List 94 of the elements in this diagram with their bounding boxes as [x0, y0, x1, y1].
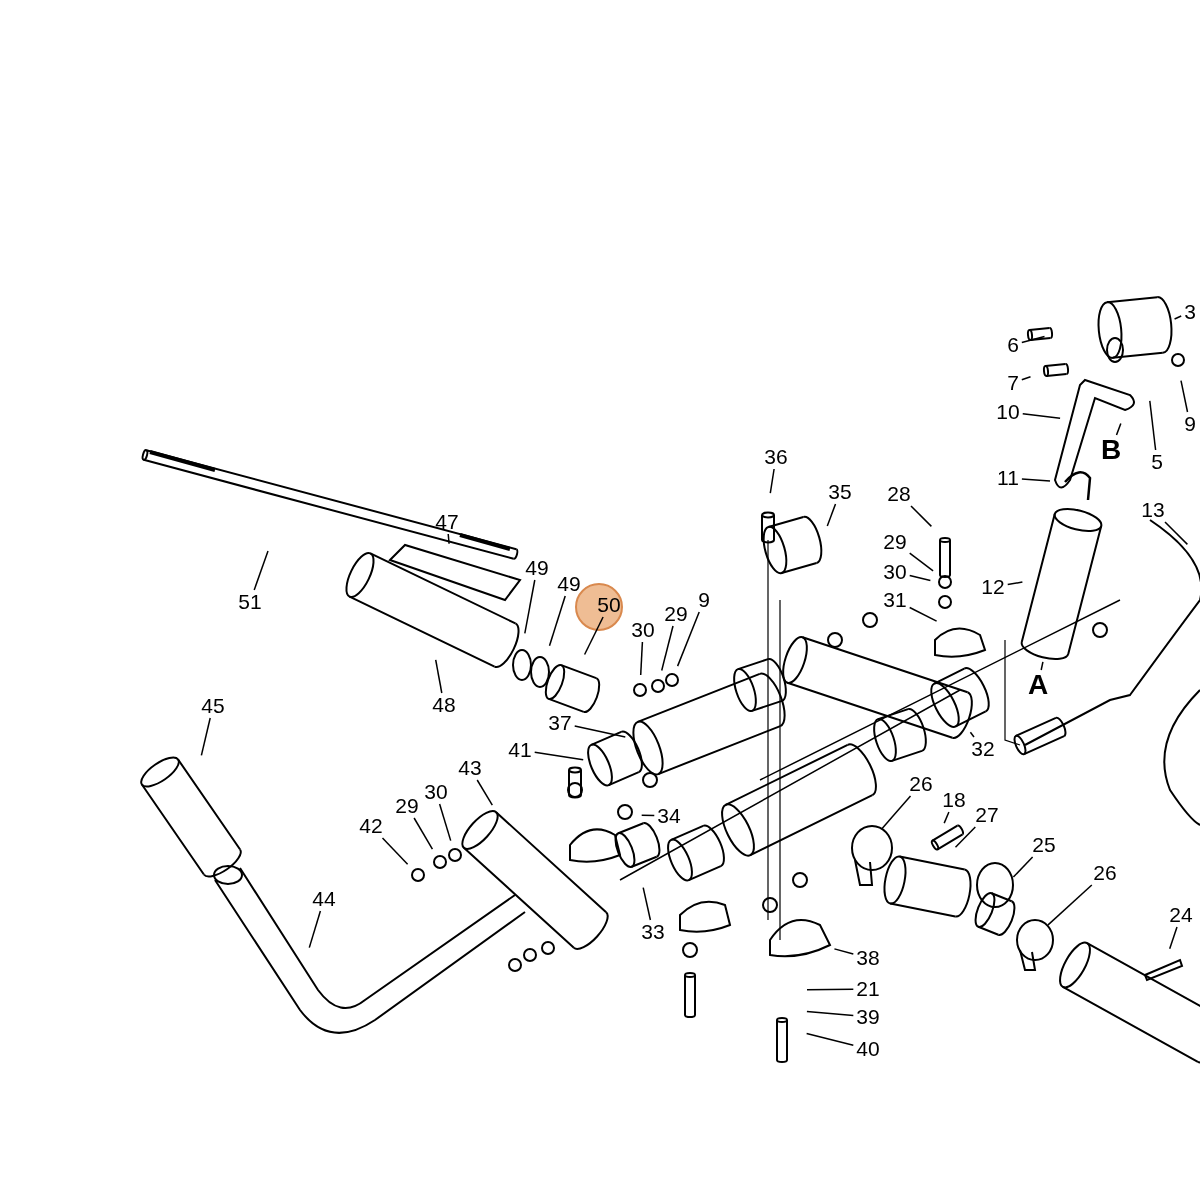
callout-number: 45	[200, 695, 226, 717]
leader-line	[826, 503, 837, 527]
callout-number: 10	[995, 401, 1021, 423]
leader-line	[524, 579, 536, 635]
leader-line	[806, 988, 855, 991]
callout-number: 18	[941, 789, 967, 811]
leader-line	[1164, 521, 1189, 546]
leader-line	[1180, 379, 1189, 413]
callout-number: 43	[457, 757, 483, 779]
callout-number: 42	[358, 815, 384, 837]
leader-line	[1021, 413, 1061, 419]
leader-line	[413, 817, 434, 850]
leader-line	[1115, 422, 1122, 436]
leader-line	[308, 910, 322, 949]
leader-line	[1149, 400, 1157, 451]
leader-line	[1021, 335, 1046, 344]
callout-number: 51	[237, 591, 263, 613]
leader-line	[908, 606, 938, 622]
leader-line	[434, 659, 443, 694]
callout-number: 29	[663, 603, 689, 625]
callout-number: 11	[996, 467, 1020, 489]
leader-line	[954, 826, 977, 849]
leader-line	[533, 751, 584, 761]
callout-number: 25	[1031, 834, 1057, 856]
leader-line	[642, 886, 652, 921]
leader-line	[438, 803, 452, 842]
callout-number: 6	[1006, 334, 1020, 356]
leader-line	[943, 811, 950, 824]
leader-line	[769, 468, 775, 494]
leader-line	[881, 795, 912, 830]
callout-number: 31	[882, 589, 908, 611]
leader-line	[1168, 926, 1178, 950]
leader-line	[548, 595, 566, 647]
leader-line	[1021, 478, 1051, 482]
leader-line	[806, 1010, 855, 1017]
callout-number: 38	[855, 947, 881, 969]
leader-line	[1006, 581, 1024, 586]
callout-number: 48	[431, 694, 457, 716]
callout-number: 9	[697, 589, 711, 611]
leader-line	[1047, 884, 1093, 926]
callout-number: 49	[556, 573, 582, 595]
callout-number: 28	[886, 483, 912, 505]
callout-number: 34	[656, 805, 682, 827]
leader-line	[1173, 315, 1182, 320]
leader-line	[476, 779, 494, 806]
leader-line	[969, 731, 975, 738]
callout-number: 24	[1168, 904, 1194, 926]
callout-number: 21	[855, 978, 881, 1000]
leader-line	[381, 837, 409, 865]
callout-number: 40	[855, 1038, 881, 1060]
leader-line	[910, 505, 933, 528]
callout-number: 30	[882, 561, 908, 583]
callout-number: 30	[630, 619, 656, 641]
reference-letter: A	[1026, 671, 1050, 699]
leader-line	[1040, 661, 1044, 671]
callout-number: 27	[974, 804, 1000, 826]
callout-number: 33	[640, 921, 666, 943]
leader-line	[640, 814, 656, 817]
callout-number: 26	[908, 773, 934, 795]
leader-line	[447, 533, 450, 545]
callout-number: 3	[1183, 301, 1197, 323]
leader-line	[908, 552, 934, 572]
callout-number: 30	[423, 781, 449, 803]
callout-number: 12	[980, 576, 1006, 598]
leader-line	[660, 625, 674, 672]
leader-line	[676, 611, 700, 667]
callout-number: 7	[1006, 372, 1020, 394]
reference-letter: B	[1099, 436, 1123, 464]
callout-number: 9	[1183, 413, 1197, 435]
callout-number: 29	[394, 795, 420, 817]
leader-line	[805, 1032, 855, 1047]
callout-number: 35	[827, 481, 853, 503]
callout-number: 39	[855, 1006, 881, 1028]
leader-line	[583, 616, 604, 656]
callout-number: 47	[434, 511, 460, 533]
leader-line	[573, 725, 627, 738]
leader-line	[253, 550, 269, 591]
callout-number: 50	[596, 594, 622, 616]
callout-number: 5	[1150, 451, 1164, 473]
leader-line	[639, 641, 644, 676]
callout-number: 32	[970, 738, 996, 760]
callout-number: 13	[1140, 499, 1166, 521]
callout-number: 36	[763, 446, 789, 468]
callout-number: 49	[524, 557, 550, 579]
leader-line	[833, 948, 855, 955]
callout-number: 37	[547, 712, 573, 734]
leader-line	[908, 574, 932, 582]
callout-number: 41	[507, 739, 533, 761]
callout-number: 26	[1092, 862, 1118, 884]
callout-number: 29	[882, 531, 908, 553]
leader-line	[200, 717, 211, 757]
leader-line	[1012, 856, 1034, 878]
callout-number: 44	[311, 888, 337, 910]
leader-line	[1021, 375, 1032, 381]
